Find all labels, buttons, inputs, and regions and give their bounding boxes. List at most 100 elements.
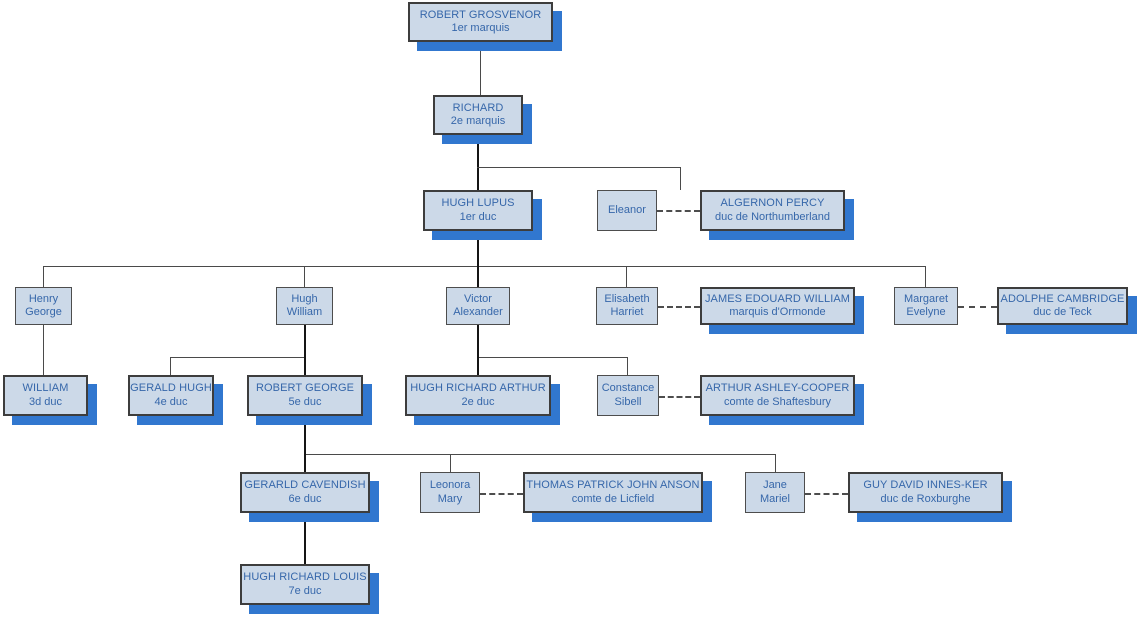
node-name: Victor xyxy=(464,292,492,305)
node-title: duc de Northumberland xyxy=(715,210,830,223)
marriage-link-margaret-adolphe xyxy=(958,306,997,308)
connector-jane-drop xyxy=(775,454,776,472)
node-title: duc de Roxburghe xyxy=(880,492,971,505)
connector-gen3-bus xyxy=(43,266,926,267)
connector-victor-drop xyxy=(477,266,479,287)
node-title: 7e duc xyxy=(288,584,322,597)
connector-hra-drop xyxy=(477,357,479,375)
node-title: 2e marquis xyxy=(450,115,506,127)
connector-victor-down xyxy=(477,325,479,357)
node-title: William xyxy=(286,306,323,318)
node-title: Alexander xyxy=(453,306,503,318)
marriage-link-elisabeth-james xyxy=(658,306,700,308)
node-title: Mariel xyxy=(760,492,790,505)
marriage-link-constance-arthur xyxy=(659,396,700,398)
node-name: WILLIAM xyxy=(22,382,69,395)
connector-gen5-bus xyxy=(304,454,775,455)
node-name: HUGH RICHARD ARTHUR xyxy=(410,382,546,395)
node-title: 3d duc xyxy=(28,395,63,408)
connector-hughw-drop xyxy=(304,266,305,287)
connector-elisabeth-drop xyxy=(626,266,627,287)
node-name: ADOLPHE CAMBRIDGE xyxy=(1000,292,1125,305)
node-name: RICHARD xyxy=(452,101,504,114)
connector-eleanor-drop xyxy=(680,167,681,190)
node-title: Sibell xyxy=(614,395,642,408)
node-name: ALGERNON PERCY xyxy=(720,197,825,210)
node-title: 2e duc xyxy=(461,395,495,408)
node-name: GUY DAVID INNES-KER xyxy=(863,479,988,492)
connector-henry-to-william xyxy=(43,325,44,375)
node-name: Leonora xyxy=(429,479,471,492)
connector-leonora-drop xyxy=(450,454,451,472)
connector-hughw-bus xyxy=(170,357,305,358)
node-title: 5e duc xyxy=(288,395,322,408)
node-name: THOMAS PATRICK JOHN ANSON xyxy=(526,479,700,492)
node-title: marquis d'Ormonde xyxy=(729,306,826,318)
connector-gerald-drop xyxy=(170,357,171,375)
connector-margaret-drop xyxy=(925,266,926,287)
node-title: Harriet xyxy=(610,306,644,318)
connector-hugh-lupus-down xyxy=(477,231,479,267)
node-title: 1er marquis xyxy=(451,22,510,34)
node-name: Margaret xyxy=(903,292,949,305)
marriage-link-jane-guy xyxy=(805,493,848,495)
connector-victor-bus xyxy=(477,357,627,358)
marriage-link-eleanor-algernon xyxy=(657,210,700,212)
node-title: comte de Licfield xyxy=(571,492,655,505)
node-name: Eleanor xyxy=(608,203,646,216)
node-name: JAMES EDOUARD WILLIAM xyxy=(704,292,851,305)
node-name: Jane xyxy=(763,479,787,492)
node-name: GERALD HUGH xyxy=(130,382,212,395)
connector-constance-drop xyxy=(627,357,628,375)
node-title: 4e duc xyxy=(154,395,188,408)
node-name: ROBERT GROSVENOR xyxy=(419,8,542,21)
node-title: comte de Shaftesbury xyxy=(723,395,831,408)
node-name: Constance xyxy=(601,382,655,395)
node-title: duc de Teck xyxy=(1033,306,1092,318)
connector-robert-g-drop xyxy=(304,357,306,375)
node-name: Henry xyxy=(28,292,59,305)
node-title: Mary xyxy=(437,492,463,505)
connector-robert-down xyxy=(480,42,481,95)
node-eleanor[interactable]: Eleanor xyxy=(597,190,657,231)
node-name: ARTHUR ASHLEY-COOPER xyxy=(705,382,850,395)
connector-hughw-down xyxy=(304,325,306,357)
marriage-link-leonora-thomas xyxy=(480,493,523,495)
node-title: 6e duc xyxy=(288,492,322,505)
connector-robert-g-down xyxy=(304,416,306,454)
node-title: George xyxy=(25,306,62,318)
node-title: Evelyne xyxy=(906,306,946,318)
connector-gerarld-to-hugh xyxy=(304,513,306,564)
node-name: ROBERT GEORGE xyxy=(255,382,355,395)
node-title: 1er duc xyxy=(459,210,497,223)
connector-henry-drop xyxy=(43,266,44,287)
connector-richard-down xyxy=(477,135,479,190)
node-name: Hugh xyxy=(291,292,318,305)
node-name: GERARLD CAVENDISH xyxy=(244,479,366,492)
node-name: Elisabeth xyxy=(604,292,650,305)
